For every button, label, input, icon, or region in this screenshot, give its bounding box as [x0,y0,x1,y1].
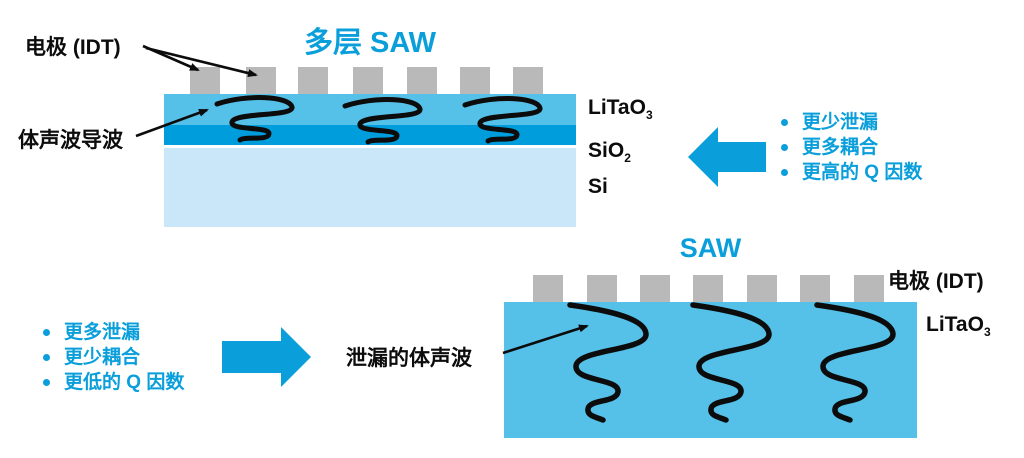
electrode [693,275,723,302]
list-item: 更多耦合 [781,136,922,161]
electrode [533,275,563,302]
benefit-label: 更多耦合 [802,137,879,158]
bottom-litao3-label-text: LiTaO [926,313,984,336]
list-item: 更少耦合 [43,346,184,371]
drawback-label: 更多泄漏 [64,322,141,343]
bottom-litao3-label-sub: 3 [983,325,991,340]
electrode [353,67,383,94]
bullet-icon [43,329,50,336]
litao3-substrate [504,302,917,438]
list-item: 更少泄漏 [781,111,922,136]
electrode [854,275,884,302]
top-electrode-label: 电极 (IDT) [25,36,121,59]
drawbacks-list: 更多泄漏 更少耦合 更低的 Q 因数 [43,321,184,396]
electrode [407,67,437,94]
benefit-label: 更高的 Q 因数 [802,162,923,183]
electrode [747,275,777,302]
sio2-label-sub: 2 [624,151,631,166]
bullet-icon [781,169,788,176]
drawback-label: 更少耦合 [64,347,141,368]
leaky-wave-label: 泄漏的体声波 [346,347,472,370]
sio2-label-text: SiO [588,139,625,162]
bottom-electrode-label: 电极 (IDT) [888,270,984,293]
electrode [800,275,830,302]
arrow-left-icon [688,127,766,187]
benefit-label: 更少泄漏 [802,112,879,133]
electrode [513,67,543,94]
sio2-label: SiO2 [588,139,631,165]
electrode [246,67,276,94]
litao3-layer [164,94,576,125]
electrode [190,67,220,94]
litao3-label-sub: 3 [645,108,653,123]
bullet-icon [43,354,50,361]
saw-title: SAW [679,233,742,263]
drawback-label: 更低的 Q 因数 [64,372,185,393]
bottom-litao3-label: LiTaO3 [926,313,991,339]
bullet-icon [781,119,788,126]
list-item: 更多泄漏 [43,321,184,346]
electrode [298,67,328,94]
multilayer-saw-title: 多层 SAW [303,27,437,59]
sio2-layer [164,125,576,145]
bullet-icon [781,144,788,151]
guided-wave-label: 体声波导波 [18,129,123,152]
electrode [587,275,617,302]
arrow-right-icon [222,327,311,387]
bullet-icon [43,379,50,386]
si-label: Si [588,175,608,201]
list-item: 更高的 Q 因数 [781,161,922,186]
si-label-text: Si [588,175,608,198]
litao3-label-text: LiTaO [588,96,646,119]
benefits-list: 更少泄漏 更多耦合 更高的 Q 因数 [781,111,922,186]
litao3-label: LiTaO3 [588,96,653,122]
si-layer [164,148,576,227]
list-item: 更低的 Q 因数 [43,371,184,396]
electrode [460,67,490,94]
electrode [640,275,670,302]
